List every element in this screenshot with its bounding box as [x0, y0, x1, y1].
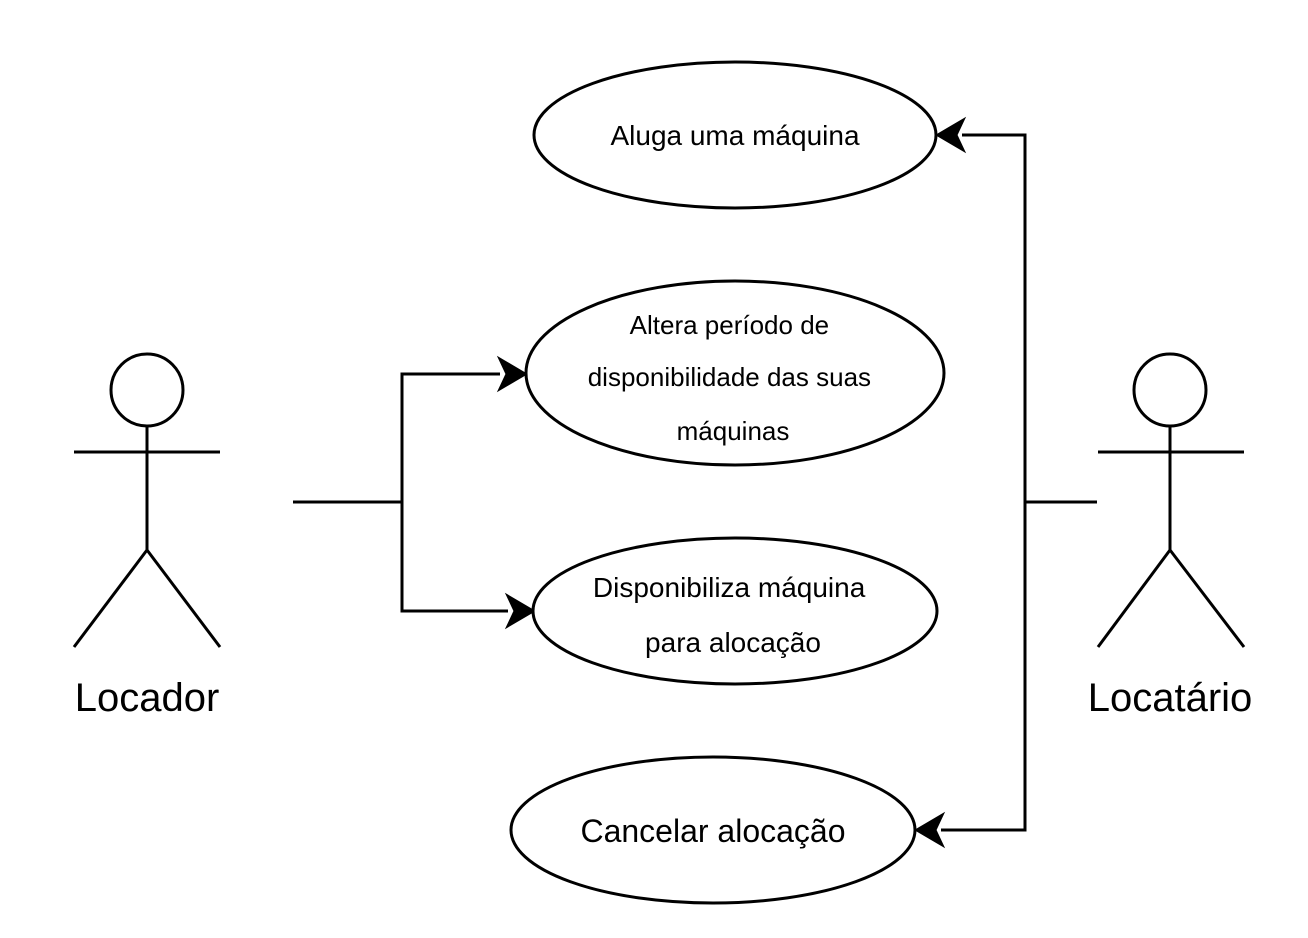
usecase-altera-label: Altera período de disponibilidade das su…: [588, 310, 879, 446]
usecase-aluga-line-1: Aluga uma máquina: [610, 120, 859, 151]
actor-locatario: Locatário: [1088, 352, 1253, 720]
usecase-cancelar-line-1: Cancelar alocação: [580, 813, 845, 849]
actor-locatario-right-leg: [1168, 549, 1246, 648]
actor-locador-right-leg: [145, 549, 222, 648]
usecase-altera-ellipse: [524, 279, 946, 467]
usecase-altera: Altera período de disponibilidade das su…: [524, 279, 946, 467]
usecase-cancelar: Cancelar alocação: [509, 755, 917, 905]
usecase-disponibiliza: Disponibiliza máquina para alocação: [531, 536, 939, 686]
arrowhead-disponibiliza: [504, 592, 536, 630]
arrowhead-altera: [496, 355, 528, 393]
connector-locador-altera: [293, 372, 500, 504]
usecase-aluga-ellipse: [532, 60, 938, 210]
usecase-disponibiliza-label: Disponibiliza máquina para alocação: [593, 572, 873, 658]
connector-locatario-aluga: [962, 133, 1027, 502]
actor-locador-label: Locador: [75, 676, 220, 720]
usecase-aluga: Aluga uma máquina: [532, 60, 938, 210]
actor-locador: Locador: [72, 352, 222, 720]
usecase-aluga-label: Aluga uma máquina: [610, 120, 859, 151]
usecase-cancelar-label: Cancelar alocação: [580, 813, 845, 849]
actor-locatario-label: Locatário: [1088, 676, 1253, 720]
usecase-altera-line-3: máquinas: [677, 416, 790, 446]
actor-locador-head: [109, 352, 185, 428]
usecase-disponibiliza-ellipse: [531, 536, 939, 686]
locatario-connectors: [914, 116, 1097, 849]
actor-locatario-left-leg: [1096, 549, 1172, 648]
locador-connectors: [293, 355, 536, 630]
usecase-altera-line-1: Altera período de: [630, 310, 829, 340]
actor-locatario-head: [1132, 352, 1208, 428]
arrowhead-aluga: [935, 116, 967, 154]
actor-locador-left-leg: [72, 549, 149, 648]
usecase-disponibiliza-line-1: Disponibiliza máquina: [593, 572, 866, 603]
connector-locador-disponibiliza: [400, 502, 508, 613]
usecase-altera-line-2: disponibilidade das suas: [588, 362, 871, 392]
usecase-cancelar-ellipse: [509, 755, 917, 905]
usecase-disponibiliza-line-2: para alocação: [645, 627, 821, 658]
arrowhead-cancelar: [914, 811, 946, 849]
connector-locatario-cancelar: [941, 502, 1027, 832]
